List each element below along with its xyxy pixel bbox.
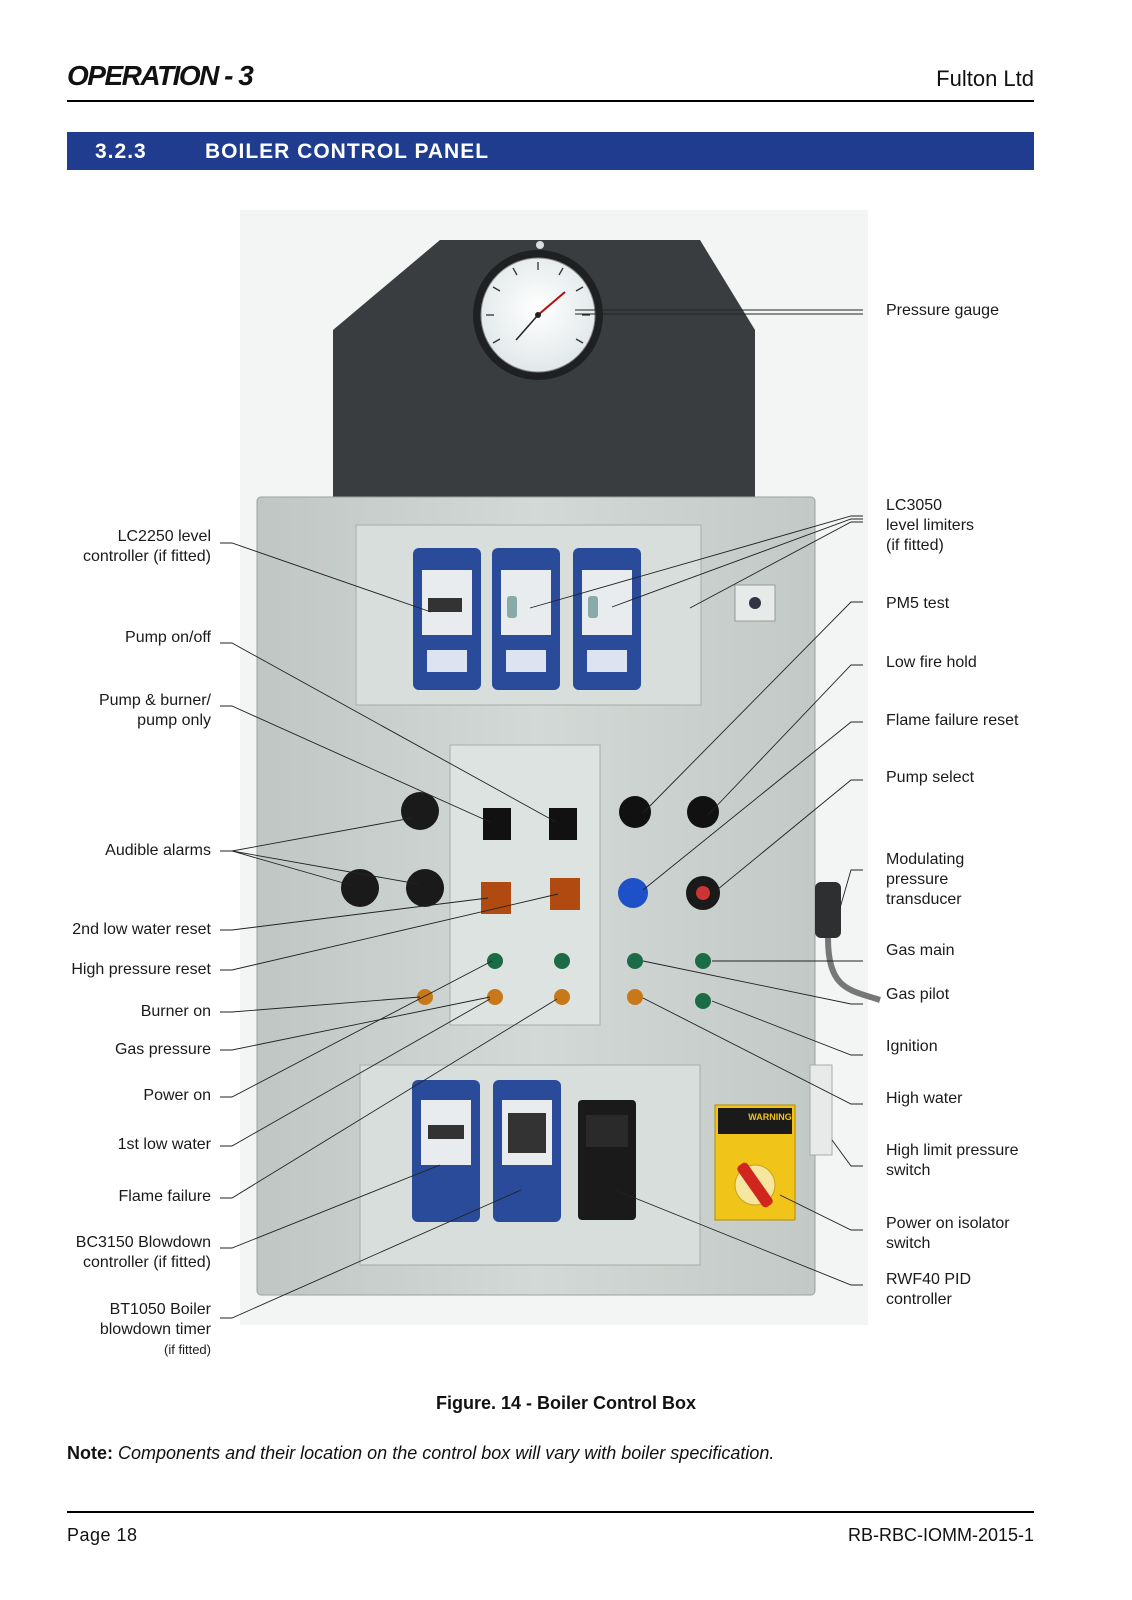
callout-low-fire-hold: Low fire hold	[886, 654, 977, 671]
callout-modulating-line2: pressure	[886, 871, 949, 888]
callout-gas-pilot: Gas pilot	[886, 986, 950, 1003]
lc2250-controller	[413, 548, 481, 690]
audible-alarm-3	[406, 869, 444, 907]
low-fire-hold-switch	[687, 796, 719, 828]
callout-flame-failure-reset: Flame failure reset	[886, 712, 1019, 729]
callout-bt1050-line3: (if fitted)	[164, 1342, 211, 1357]
callout-pump-burner-line1: Pump & burner/	[98, 692, 211, 709]
callout-bt1050: BT1050 Boiler blowdown timer (if fitted)	[100, 1300, 211, 1360]
callout-pump-select: Pump select	[886, 769, 975, 786]
power-isolator-switch: WARNING	[714, 1104, 796, 1221]
callout-isolator-line1: Power on isolator	[886, 1215, 1010, 1232]
section-header-title: OPERATION - 3	[67, 60, 254, 91]
audible-alarm-1	[401, 792, 439, 830]
callout-high-pressure-reset: High pressure reset	[71, 961, 211, 978]
warning-label	[718, 1108, 792, 1134]
note-text: Components and their location on the con…	[118, 1443, 775, 1463]
callout-hlps-line2: switch	[886, 1162, 931, 1179]
callout-modulating-line1: Modulating	[886, 851, 965, 868]
audible-alarm-2	[341, 869, 379, 907]
callout-flame-failure: Flame failure	[118, 1188, 211, 1205]
section-title: BOILER CONTROL PANEL	[205, 140, 490, 163]
bc3150-controller	[412, 1080, 480, 1222]
callout-leaders	[220, 309, 863, 1319]
callout-pressure-gauge: Pressure gauge	[886, 302, 999, 319]
callout-modulating-transducer: Modulating pressure transducer	[886, 850, 964, 910]
callout-bc3150: BC3150 Blowdown controller (if fitted)	[76, 1233, 211, 1273]
callout-modulating-line3: transducer	[886, 891, 962, 908]
header-rule	[67, 100, 1034, 102]
indicator-lamps	[417, 953, 711, 1009]
high-pressure-reset-button	[550, 878, 580, 910]
figure-caption: Figure. 14 - Boiler Control Box	[435, 1393, 697, 1413]
callout-hlps-line1: High limit pressure	[886, 1142, 1019, 1159]
lc3050-limiter-2	[573, 548, 641, 690]
callout-rwf40: RWF40 PID controller	[886, 1270, 971, 1310]
callout-pump-burner: Pump & burner/ pump only	[99, 691, 211, 731]
plate-screw	[536, 241, 544, 249]
callout-pump-burner-line2: pump only	[137, 712, 211, 729]
section-heading-bar: 3.2.3 BOILER CONTROL PANEL	[67, 132, 1034, 170]
callout-lc2250-line1: LC2250 level	[117, 528, 211, 545]
footer-rule	[67, 1511, 1034, 1513]
callout-rwf40-line2: controller	[886, 1291, 952, 1308]
callout-lc3050-line1: LC3050	[886, 497, 943, 514]
callout-2nd-low-water-reset: 2nd low water reset	[72, 921, 211, 938]
callout-high-water: High water	[886, 1090, 963, 1107]
company-name: Fulton Ltd	[936, 66, 1034, 91]
callout-audible-alarms: Audible alarms	[105, 842, 211, 859]
callout-rwf40-line1: RWF40 PID	[886, 1271, 972, 1288]
callout-bt1050-line2: blowdown timer	[99, 1321, 211, 1338]
rwf40-controller	[578, 1100, 636, 1220]
callout-pump-on-off: Pump on/off	[125, 629, 211, 646]
callout-lc3050: LC3050 level limiters (if fitted)	[886, 496, 974, 556]
pump-on-off-switch	[549, 808, 577, 840]
callout-isolator-line2: switch	[886, 1235, 931, 1252]
callout-bc3150-line2: controller (if fitted)	[82, 1254, 211, 1271]
callout-lc3050-line2: level limiters	[886, 517, 975, 534]
warning-text: WARNING	[748, 1112, 792, 1122]
pm5-test-button	[619, 796, 651, 828]
callout-gas-pressure: Gas pressure	[114, 1041, 211, 1058]
callout-lc3050-line3: (if fitted)	[886, 537, 944, 554]
lc3050-limiter-1	[492, 548, 560, 690]
high-limit-pressure-switch	[809, 1064, 833, 1156]
callout-gas-main: Gas main	[886, 942, 955, 959]
callout-high-limit-pressure-switch: High limit pressure switch	[886, 1141, 1018, 1181]
document-reference: RB-RBC-IOMM-2015-1	[847, 1525, 1034, 1545]
callout-1st-low-water: 1st low water	[117, 1136, 211, 1153]
callout-pm5-test: PM5 test	[886, 595, 950, 612]
callout-ignition: Ignition	[886, 1038, 938, 1055]
callout-lc2250-line2: controller (if fitted)	[82, 548, 211, 565]
callout-bt1050-line1: BT1050 Boiler	[109, 1301, 211, 1318]
page-number: Page 18	[67, 1525, 138, 1545]
flame-failure-reset-button	[618, 878, 648, 908]
note-paragraph: Note: Components and their location on t…	[67, 1443, 774, 1464]
callout-power-on: Power on	[143, 1087, 211, 1104]
pressure-gauge	[473, 250, 603, 380]
callout-bc3150-line1: BC3150 Blowdown	[75, 1234, 211, 1251]
section-number: 3.2.3	[95, 140, 147, 163]
pump-burner-switch	[483, 808, 511, 840]
bt1050-timer	[493, 1080, 561, 1222]
callout-power-isolator: Power on isolator switch	[886, 1214, 1010, 1254]
pressure-transducer	[815, 882, 881, 1003]
callout-lc2250: LC2250 level controller (if fitted)	[83, 527, 211, 567]
note-label: Note:	[67, 1443, 113, 1463]
callout-burner-on: Burner on	[140, 1003, 211, 1020]
